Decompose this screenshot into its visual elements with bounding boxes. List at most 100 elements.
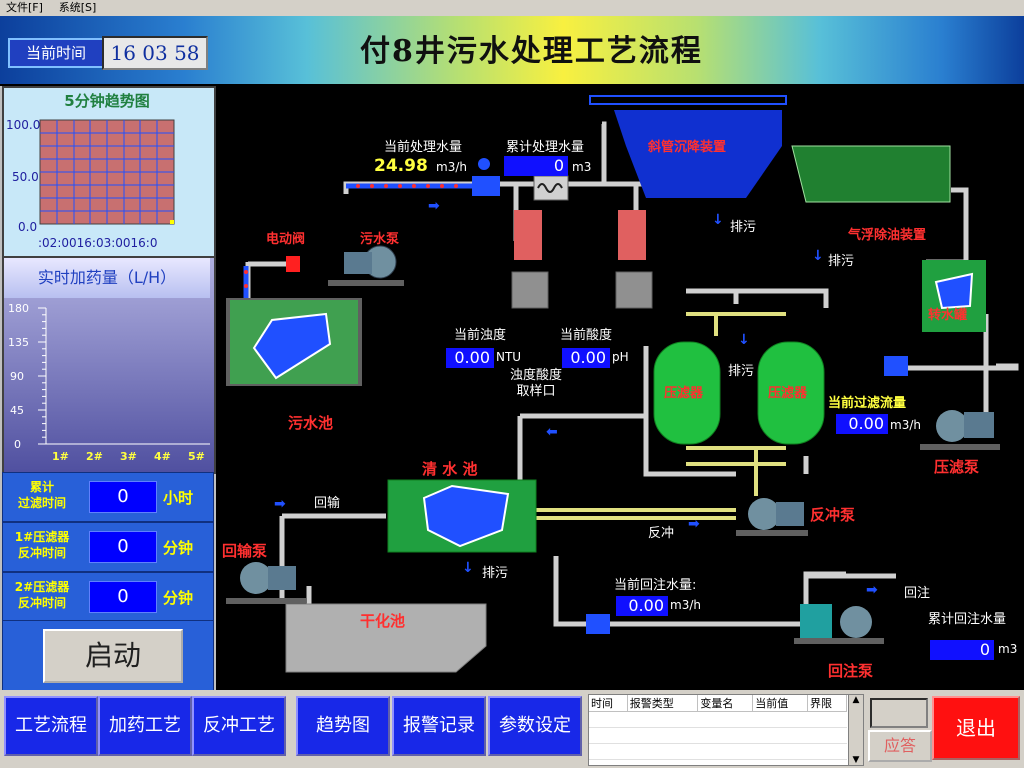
dose-ytick-180: 180 <box>8 302 29 315</box>
filter-flow-unit: m3/h <box>890 418 921 432</box>
filter1-backwash-time-unit: 分钟 <box>163 539 194 557</box>
filter2-backwash-time-row: 2#压滤器 反冲时间 0 分钟 <box>2 572 214 622</box>
nav-backwash[interactable]: 反冲工艺 <box>192 696 286 756</box>
dose-chart <box>38 307 210 445</box>
filter1-backwash-time-value: 0 <box>89 531 157 563</box>
nav-parameters[interactable]: 参数设定 <box>488 696 582 756</box>
discharge-label-3: 排污 <box>728 364 755 379</box>
trend-title: 5分钟趋势图 <box>64 92 150 110</box>
menu-file[interactable]: 文件[F] <box>6 1 43 14</box>
acknowledge-button[interactable]: 应答 <box>868 730 932 762</box>
discharge-label-4: 排污 <box>482 566 509 581</box>
start-button[interactable]: 启动 <box>43 629 183 683</box>
exit-button[interactable]: 退出 <box>932 696 1020 760</box>
backwash-label: 反冲 <box>648 526 675 541</box>
alarm-col-limit: 界限 <box>807 695 847 712</box>
cumulative-filter-time-row: 累计 过滤时间 0 小时 <box>2 472 214 522</box>
alarm-col-time: 时间 <box>589 695 628 712</box>
process-diagram: 当前处理水量 24.98 m3/h 累计处理水量 0 m3 斜管沉降装置 气浮除… <box>216 86 1024 690</box>
filter-flow-label: 当前过滤流量 <box>828 396 907 411</box>
current-flow-label: 当前处理水量 <box>384 140 463 155</box>
nav-trend[interactable]: 趋势图 <box>296 696 390 756</box>
backwash-arrow: ➡ <box>688 516 700 532</box>
header-banner: 当前时间 16 03 58 付8井污水处理工艺流程 <box>0 16 1024 86</box>
press-pump-label: 压滤泵 <box>934 458 980 476</box>
discharge-arrow-2: ↓ <box>812 248 824 264</box>
reinject-label: 回注 <box>904 586 931 601</box>
dose-xlabel-1: 1# <box>52 450 69 463</box>
trend-ytick-50: 50.0 <box>12 170 39 184</box>
flow-arrow-2: ⬅ <box>546 424 558 440</box>
dose-xlabel-3: 3# <box>120 450 137 463</box>
reinject-pump-label: 回注泵 <box>828 662 874 680</box>
dry-pool-label: 干化池 <box>360 612 406 630</box>
discharge-label-1: 排污 <box>730 220 757 235</box>
flow-arrow-1: ➡ <box>428 198 440 214</box>
press-filter-2-label: 压滤器 <box>768 386 808 401</box>
dose-xlabel-5: 5# <box>188 450 205 463</box>
trend-ytick-100: 100.0 <box>6 118 41 132</box>
electric-valve-label: 电动阀 <box>266 232 306 247</box>
current-flow-unit: m3/h <box>436 160 467 174</box>
turbidity-label: 当前浊度 <box>454 328 507 343</box>
inclined-settler-label: 斜管沉降装置 <box>648 140 727 155</box>
trend-panel: 5分钟趋势图 100.0 50.0 0.0 :02:0016:03:0016:0 <box>2 86 216 258</box>
discharge-arrow-1: ↓ <box>712 212 724 228</box>
filter1-backwash-time-row: 1#压滤器 反冲时间 0 分钟 <box>2 522 214 572</box>
cumulative-filter-time-label: 累计 过滤时间 <box>17 480 66 510</box>
flotation-label: 气浮除油装置 <box>848 228 927 243</box>
nav-dosing[interactable]: 加药工艺 <box>98 696 192 756</box>
nav-alarm-records[interactable]: 报警记录 <box>392 696 486 756</box>
sewage-pump-label: 污水泵 <box>360 232 400 247</box>
nav-process-flow[interactable]: 工艺流程 <box>4 696 98 756</box>
menu-system[interactable]: 系统[S] <box>58 1 97 14</box>
filter2-backwash-time-unit: 分钟 <box>163 589 194 607</box>
sewage-pool-label: 污水池 <box>288 414 334 432</box>
dose-xlabel-2: 2# <box>86 450 103 463</box>
total-reinject-label: 累计回注水量 <box>928 612 1007 627</box>
alarm-table[interactable]: 时间 报警类型 变量名 当前值 界限 ▲ ▼ <box>588 694 864 766</box>
total-flow-label: 累计处理水量 <box>506 140 585 155</box>
return-label: 回输 <box>314 496 341 511</box>
filter1-backwash-time-label: 1#压滤器 反冲时间 <box>14 530 70 560</box>
discharge-label-2: 排污 <box>828 254 855 269</box>
scroll-up-icon[interactable]: ▲ <box>852 695 860 705</box>
dose-panel: 实时加药量（L/H） 180 135 90 45 0 1# 2# 3# 4# 5… <box>2 256 216 474</box>
total-reinject-unit: m3 <box>998 642 1018 656</box>
alarm-scrollbar[interactable]: ▲ ▼ <box>848 695 863 765</box>
page-title: 付8井污水处理工艺流程 <box>360 34 703 69</box>
alarm-col-variable: 变量名 <box>697 695 754 712</box>
filter2-backwash-time-value: 0 <box>89 581 157 613</box>
trend-ytick-0: 0.0 <box>18 220 38 234</box>
sampling-port-label: 浊度酸度 取样口 <box>510 368 563 399</box>
trend-xlabels: :02:0016:03:0016:0 <box>38 236 158 250</box>
acidity-label: 当前酸度 <box>560 328 613 343</box>
clear-pool-label: 清 水 池 <box>422 460 478 478</box>
dose-title: 实时加药量（L/H） <box>4 258 210 298</box>
bottom-toolbar: 工艺流程 加药工艺 反冲工艺 趋势图 报警记录 参数设定 <box>0 690 1024 768</box>
reinject-flow-value: 0.00 <box>616 596 668 616</box>
relay-tank-label: 转水罐 <box>928 308 968 323</box>
total-flow-unit: m3 <box>572 160 592 174</box>
dose-ytick-90: 90 <box>10 370 24 383</box>
press-filter-1-label: 压滤器 <box>664 386 704 401</box>
backwash-pump-label: 反冲泵 <box>810 506 856 524</box>
trend-chart <box>39 119 175 225</box>
dose-ytick-45: 45 <box>10 404 24 417</box>
alarm-col-current: 当前值 <box>752 695 809 712</box>
scroll-down-icon[interactable]: ▼ <box>852 755 860 765</box>
filter2-backwash-time-label: 2#压滤器 反冲时间 <box>14 580 70 610</box>
current-time: 16 03 58 <box>102 36 208 70</box>
total-flow-value: 0 <box>504 156 568 176</box>
alarm-col-type: 报警类型 <box>627 695 699 712</box>
acidity-unit: pH <box>612 350 629 364</box>
cumulative-filter-time-unit: 小时 <box>163 489 194 507</box>
reinject-arrow: ➡ <box>866 582 878 598</box>
ack-indicator <box>870 698 928 728</box>
process-graphics <box>226 95 1019 673</box>
return-pump-label: 回输泵 <box>222 542 268 560</box>
cumulative-filter-time-value: 0 <box>89 481 157 513</box>
return-arrow: ➡ <box>274 496 286 512</box>
start-panel: 启动 <box>2 620 214 692</box>
discharge-arrow-3: ↓ <box>738 332 750 348</box>
